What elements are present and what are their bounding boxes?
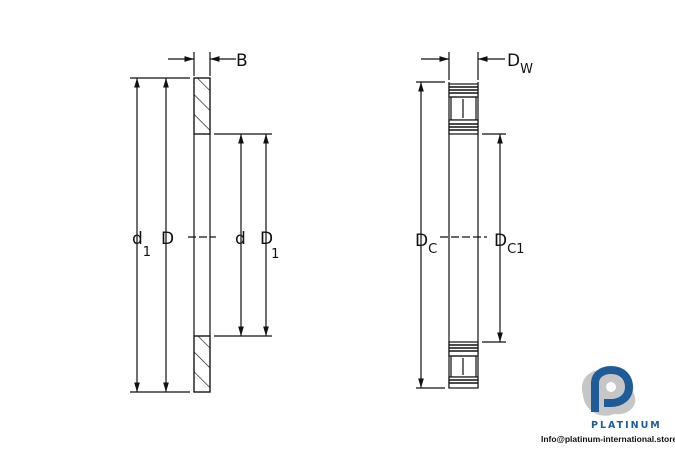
washer-section	[188, 77, 216, 393]
label-Dw: DW	[507, 51, 533, 77]
label-D: D	[161, 229, 174, 249]
platinum-logo-icon	[581, 365, 636, 416]
logo-email: Info@platinum-international.store	[541, 434, 675, 444]
cage-section	[440, 82, 487, 389]
label-Dc1: DC1	[494, 231, 524, 257]
label-B: B	[236, 51, 248, 71]
logo-name: PLATINUM	[591, 420, 662, 431]
label-Dc: DC	[415, 231, 437, 257]
label-d: d	[235, 229, 246, 249]
label-d1: d1	[132, 229, 151, 260]
